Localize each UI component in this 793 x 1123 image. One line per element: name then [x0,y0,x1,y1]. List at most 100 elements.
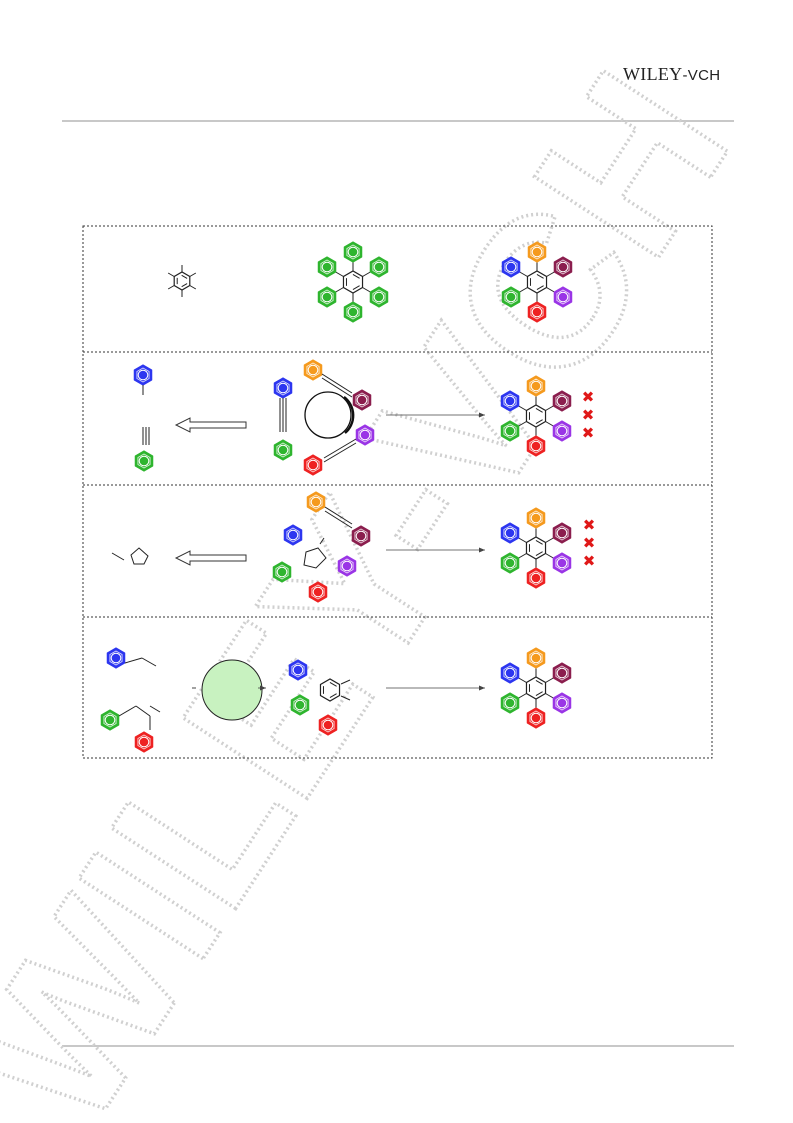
ring-aromatic-circle [505,291,517,303]
ring-aromatic-circle [104,714,116,726]
panel1-colored-aryl-bond [546,287,555,293]
panel4-reaction-arrow-head [479,685,485,691]
panel1-core [173,271,191,291]
ring-inner [555,525,569,541]
panel2-product-aryl-bond [518,405,527,411]
panel4-styrene-blue [106,647,126,669]
ring-inner [309,494,323,510]
panel2-alkyne-red [303,454,323,476]
panel4-product-aryl-ring [526,647,546,669]
ring-inner [137,734,151,750]
ring-inner [136,367,150,383]
ring-aromatic-circle [373,291,385,303]
ring-aromatic-circle [530,512,542,524]
ring-aromatic-circle [307,459,319,471]
ring-aromatic-circle [556,667,568,679]
panel3-product-aryl-ring [552,522,572,544]
panel2-alkyne-blue [273,377,293,399]
panel1-substituent-bond [189,285,197,290]
panel4-product-aryl-ring [552,662,572,684]
core-double-bond [352,285,360,291]
core-double-bond [535,551,543,557]
panel2-product-aryl-ring [500,390,520,412]
panel3-fragment-bond [111,552,125,561]
core-double-bond [535,679,543,685]
ring-aromatic-circle [504,425,516,437]
panel1-green-aryl-ring [317,286,337,308]
core-double-bond [181,274,188,279]
scheme-molecules: ✖✖✖✖✖✖ [100,241,595,753]
panel1-colored-aryl-bond [519,287,528,293]
ring-inner [355,392,369,408]
ring-aromatic-circle [556,395,568,407]
panel2-product-aryl-ring [552,390,572,412]
core-double-bond [535,407,543,413]
panel3-cp-green [272,561,292,583]
core-double-bond [535,539,543,545]
ring-aromatic-circle [530,652,542,664]
panel4-intermediate-red [318,714,338,736]
ring-inner [529,438,543,454]
watermark: WILEY-VCH [0,31,776,1123]
publisher-logo: WILEY-VCH [623,64,720,85]
ring-aromatic-circle [530,440,542,452]
panel1-colored-aryl-ring [527,241,547,263]
alkyne-bond [324,510,353,529]
panel4-product-aryl-ring [526,707,546,729]
ring-aromatic-circle [531,306,543,318]
ring-aromatic-circle [321,291,333,303]
ring-aromatic-circle [137,369,149,381]
ring-inner [529,510,543,526]
ring-inner [529,378,543,394]
header-rule [62,120,734,122]
ring-inner [555,555,569,571]
ring-inner [291,662,305,678]
ring-inner [503,695,517,711]
logo-separator: - [682,67,688,84]
ring-aromatic-circle [356,394,368,406]
ring-aromatic-circle [504,557,516,569]
ring-inner [529,710,543,726]
ring-aromatic-circle [505,261,517,273]
panel3-product-aryl-ring [526,507,546,529]
panel3-cyclopentadienone [130,547,149,565]
ring-aromatic-circle [373,261,385,273]
logo-vch: VCH [687,67,721,84]
ring-aromatic-circle [359,429,371,441]
panel2-fail-mark: ✖ [582,406,595,424]
panel2-alkyne-green [273,439,293,461]
panel4-product-aryl-ring [500,692,520,714]
panel4-intermediate-green [290,694,310,716]
ring-inner [286,527,300,543]
panel2-retro-arrow [174,417,247,433]
alkyne-bond [321,373,353,394]
panel3-alkyne-orange [306,491,326,513]
panel1-colored-aryl-ring [527,301,547,323]
panel1-green-aryl-ring [317,256,337,278]
panel3-alkyne-plum [351,525,371,547]
footer-rule [62,1045,734,1047]
panel3-product-aryl-bond [518,553,527,559]
panel1-green-aryl-ring [343,241,363,263]
ring-inner [504,259,518,275]
ring-inner [503,665,517,681]
carbonyl-bond [319,537,325,545]
chain-bond [149,705,161,713]
ring-inner [555,665,569,681]
panel1-green-aryl-bond [362,271,371,277]
panel1-substituent-bond [167,285,175,290]
panel2-product-aryl-ring [526,435,546,457]
ring-inner [306,362,320,378]
watermark-text: WILEY-VCH [0,33,774,1123]
panel1-substituent-bond [167,272,175,277]
ring-inner [320,289,334,305]
ring-aromatic-circle [341,560,353,572]
alkyne-bond [323,442,357,463]
ring-aromatic-circle [504,527,516,539]
panel1-colored-aryl-ring [501,256,521,278]
panel4-product-aryl-bond [518,693,527,699]
alkyne-bond [321,377,353,398]
catalyst-shadow [343,396,355,434]
panel3-cp-violet [337,555,357,577]
ring-aromatic-circle [276,566,288,578]
